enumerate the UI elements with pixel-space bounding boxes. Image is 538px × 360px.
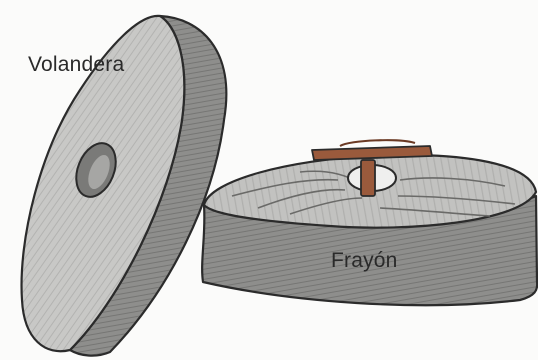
lower-millstone <box>202 140 537 305</box>
spindle-shaft <box>361 160 375 196</box>
lower-stone-label: Frayón <box>331 249 398 273</box>
upper-stone-label: Volandera <box>28 53 124 77</box>
